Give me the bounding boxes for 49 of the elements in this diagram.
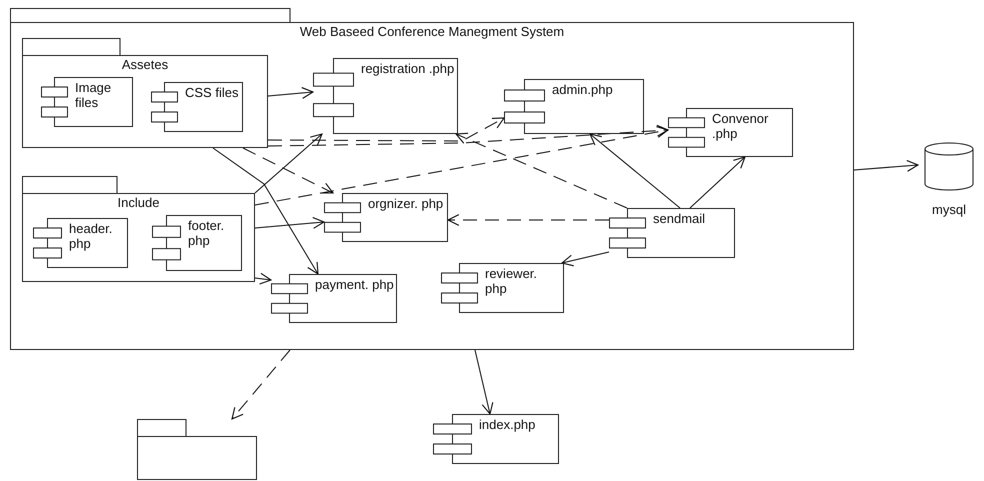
component <box>668 108 793 157</box>
component-label: reviewer. php <box>485 266 538 296</box>
dashed-arrow <box>268 124 669 146</box>
arrow <box>254 217 325 229</box>
component-label: registration .php <box>361 61 456 76</box>
component-label: admin.php <box>552 82 614 97</box>
database-label: mysql <box>931 202 967 217</box>
component <box>504 79 644 134</box>
dashed-arrow <box>231 350 290 420</box>
arrow <box>854 160 919 172</box>
component <box>441 263 564 313</box>
component <box>152 215 242 271</box>
package <box>22 38 268 148</box>
dashed-arrow <box>242 148 334 194</box>
arrow <box>254 272 272 285</box>
arrow <box>589 133 680 208</box>
dashed-arrow <box>254 126 669 206</box>
component-label: footer. php <box>188 218 226 248</box>
component-label: Convenor .php <box>712 111 770 141</box>
component-label: orgnizer. php <box>368 196 444 211</box>
package <box>137 419 257 480</box>
component <box>41 77 133 127</box>
component-label: index.php <box>479 417 536 432</box>
arrow <box>212 148 319 275</box>
component <box>324 193 448 242</box>
component <box>271 274 397 323</box>
component <box>151 82 243 132</box>
component <box>433 414 559 464</box>
component-label: header. php <box>69 221 114 251</box>
arrow <box>690 156 746 208</box>
package <box>22 176 255 282</box>
component <box>33 218 128 268</box>
component-label: CSS files <box>185 85 240 100</box>
arrow <box>254 133 323 194</box>
dashed-arrow <box>447 214 610 226</box>
arrow <box>474 350 494 415</box>
package <box>10 8 854 350</box>
component-label: payment. php <box>315 277 395 292</box>
dashed-arrow <box>455 132 628 208</box>
package-label: Assetes <box>120 57 170 72</box>
dashed-arrow <box>268 117 505 142</box>
arrow <box>268 87 314 99</box>
package-label: Web Baseed Conference Manegment System <box>298 24 566 39</box>
component <box>313 58 458 134</box>
package-label: Include <box>116 195 160 210</box>
component <box>609 208 735 258</box>
component-label: sendmail <box>653 211 706 226</box>
arrow <box>561 252 610 266</box>
component-label: Image files <box>75 80 112 110</box>
